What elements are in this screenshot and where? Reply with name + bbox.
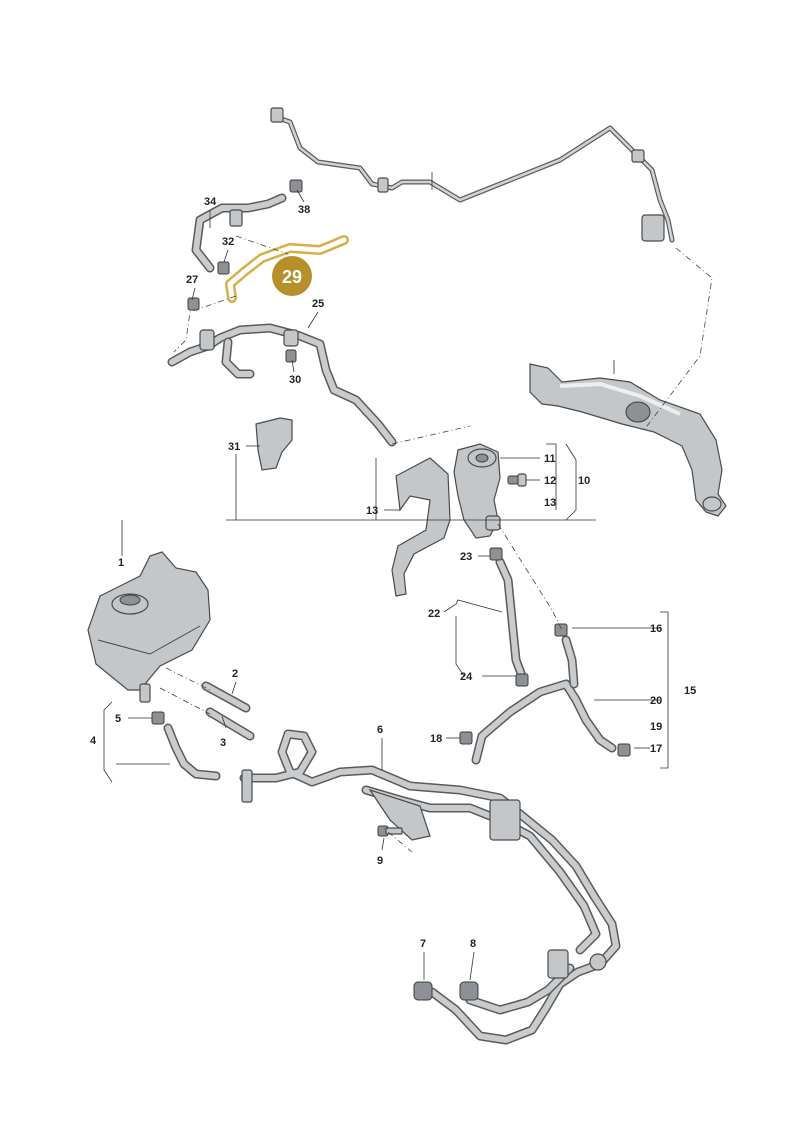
callout-22: 24 (460, 671, 473, 683)
callout-13-right: 13 (544, 497, 556, 509)
callout-32: 38 (298, 204, 310, 216)
part-21-clamp (489, 547, 503, 561)
part-31-hose (191, 193, 287, 273)
part-16-clamp (554, 623, 568, 637)
callout-17: 17 (650, 743, 662, 755)
part-11-valve (453, 443, 501, 539)
part-29-hose (225, 235, 349, 303)
callout-7: 7 (420, 938, 426, 950)
part-27-bracket (255, 417, 293, 471)
callout-1: 1 (118, 557, 124, 569)
part-18-clamp (459, 731, 473, 745)
callout-16: 16 (650, 623, 662, 635)
part-30-clamp (217, 261, 230, 275)
callout-18-right: 19 (650, 721, 662, 733)
part-2-hose (201, 681, 251, 713)
part-9-screw (377, 825, 403, 837)
callout-23: 25 (312, 298, 324, 310)
callout-11: 11 (544, 453, 556, 465)
callout-27: 31 (228, 441, 240, 453)
callout-19: 20 (650, 695, 662, 707)
part-8-clamp (459, 981, 479, 1001)
part-34-pipe (270, 107, 675, 243)
part-7-clamp (413, 981, 433, 1001)
part-20-hose (495, 557, 527, 681)
leader-lines (103, 172, 669, 981)
callout-9: 9 (377, 855, 383, 867)
part-6-pipe (239, 729, 621, 1045)
callout-30: 32 (222, 236, 234, 248)
callout-12: 12 (544, 475, 556, 487)
callout-20: 22 (428, 608, 440, 620)
part-22-clamp (515, 673, 529, 687)
part-3-hose (205, 707, 255, 741)
callout-4: 4 (90, 735, 97, 747)
callout-labels: 34 32 38 27 25 30 31 11 12 13 10 13 1 23… (90, 196, 696, 950)
callout-21: 23 (460, 551, 472, 563)
part-12-screw (507, 473, 527, 487)
callout-15: 15 (684, 685, 696, 697)
reference-lines (159, 235, 713, 853)
callout-13: 13 (366, 505, 378, 517)
part-23-hose (167, 323, 397, 447)
callout-6: 6 (377, 724, 383, 736)
part-13-bracket (391, 457, 451, 597)
highlight-badge-29[interactable]: 29 (272, 256, 312, 296)
callout-2: 2 (232, 668, 238, 680)
callout-25: 30 (289, 374, 301, 386)
badge-label: 29 (282, 267, 302, 287)
part-25-clamp (285, 349, 297, 363)
part-4-hose (163, 723, 221, 781)
badge-circle (272, 256, 312, 296)
callout-31: 34 (204, 196, 217, 208)
part-24-clamp (187, 297, 200, 311)
part-32-clip (289, 179, 303, 193)
callout-10: 10 (578, 475, 590, 487)
callout-5: 5 (115, 713, 121, 725)
callout-18: 18 (430, 733, 442, 745)
callout-3: 3 (220, 737, 226, 749)
part-1-tank (87, 551, 211, 703)
part-17-clamp (617, 743, 631, 757)
part-5-clamp (151, 711, 165, 725)
part-38-pipe (529, 363, 727, 517)
part-19-hose (471, 635, 617, 765)
callout-8: 8 (470, 938, 476, 950)
callout-24: 27 (186, 274, 198, 286)
